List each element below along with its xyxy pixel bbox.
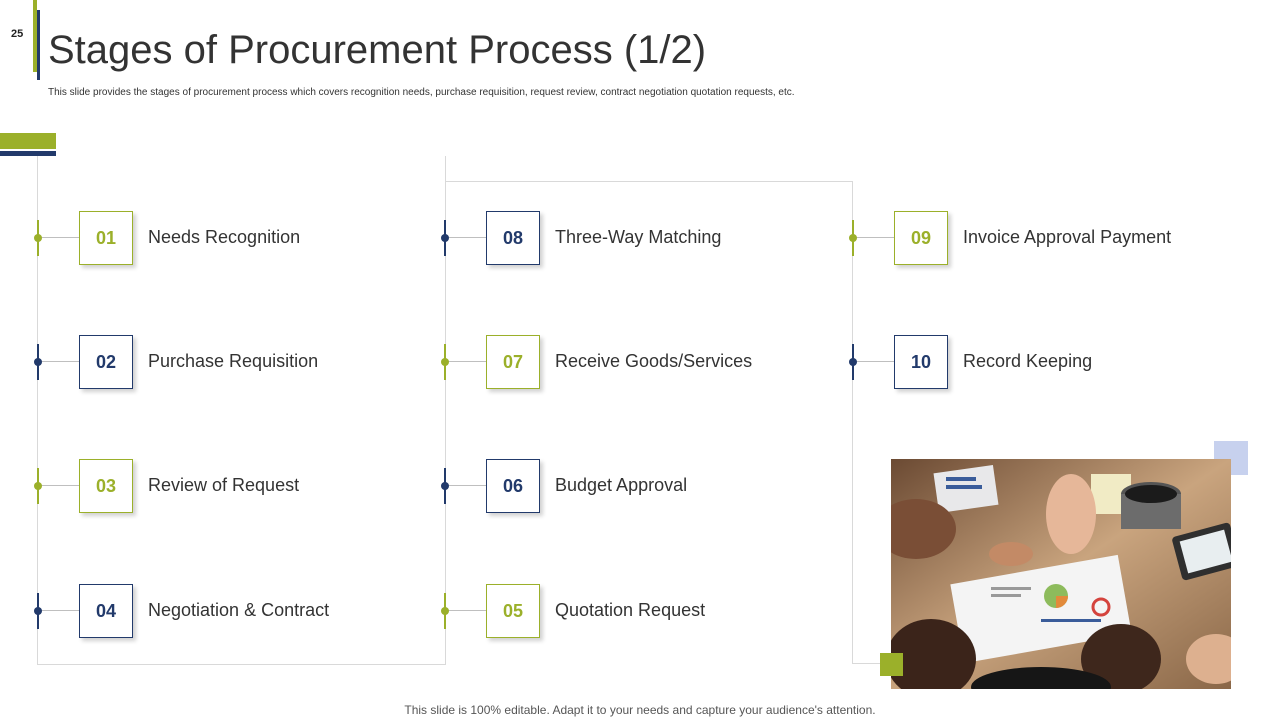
photo-accent-green	[880, 653, 903, 676]
slide-number: 25	[11, 28, 24, 40]
step-dot	[441, 482, 449, 490]
frame-column-3	[852, 230, 892, 664]
step-connector	[446, 361, 488, 362]
step-number-box: 07	[486, 335, 540, 389]
step-label: Receive Goods/Services	[555, 351, 753, 371]
step-label: Budget Approval	[555, 475, 688, 495]
step-dot	[849, 358, 857, 366]
step-dot	[34, 482, 42, 490]
step-label: Review of Request	[148, 475, 300, 495]
step-dot	[34, 358, 42, 366]
footer-note: This slide is 100% editable. Adapt it to…	[404, 703, 876, 717]
step-number-box: 05	[486, 584, 540, 638]
step-label: Needs Recognition	[148, 227, 301, 247]
title-accent-green	[33, 0, 37, 72]
step-label: Record Keeping	[963, 351, 1093, 371]
step-dot	[441, 234, 449, 242]
step-connector	[39, 237, 81, 238]
step-connector	[446, 237, 488, 238]
step-connector	[39, 361, 81, 362]
step-dot	[441, 607, 449, 615]
step-number-box: 02	[79, 335, 133, 389]
page-subtitle: This slide provides the stages of procur…	[48, 87, 795, 98]
step-dot	[849, 234, 857, 242]
step-dot	[34, 607, 42, 615]
step-connector	[446, 485, 488, 486]
step-label: Purchase Requisition	[148, 351, 319, 371]
step-number-box: 10	[894, 335, 948, 389]
title-accent-navy	[37, 10, 40, 80]
step-connector	[854, 237, 896, 238]
decor-bar-green	[0, 133, 56, 149]
step-connector	[39, 485, 81, 486]
step-connector	[854, 361, 896, 362]
step-number-box: 06	[486, 459, 540, 513]
step-number-box: 03	[79, 459, 133, 513]
step-connector	[39, 610, 81, 611]
step-label: Negotiation & Contract	[148, 600, 330, 620]
page-title: Stages of Procurement Process (1/2)	[48, 28, 707, 72]
step-number-box: 08	[486, 211, 540, 265]
decor-bar-navy	[0, 151, 56, 156]
step-connector	[446, 610, 488, 611]
step-number-box: 04	[79, 584, 133, 638]
step-label: Three-Way Matching	[555, 227, 722, 247]
step-dot	[441, 358, 449, 366]
step-number-box: 09	[894, 211, 948, 265]
step-label: Invoice Approval Payment	[963, 227, 1172, 247]
step-dot	[34, 234, 42, 242]
business-meeting-photo	[891, 459, 1231, 689]
step-number-box: 01	[79, 211, 133, 265]
step-label: Quotation Request	[555, 600, 706, 620]
